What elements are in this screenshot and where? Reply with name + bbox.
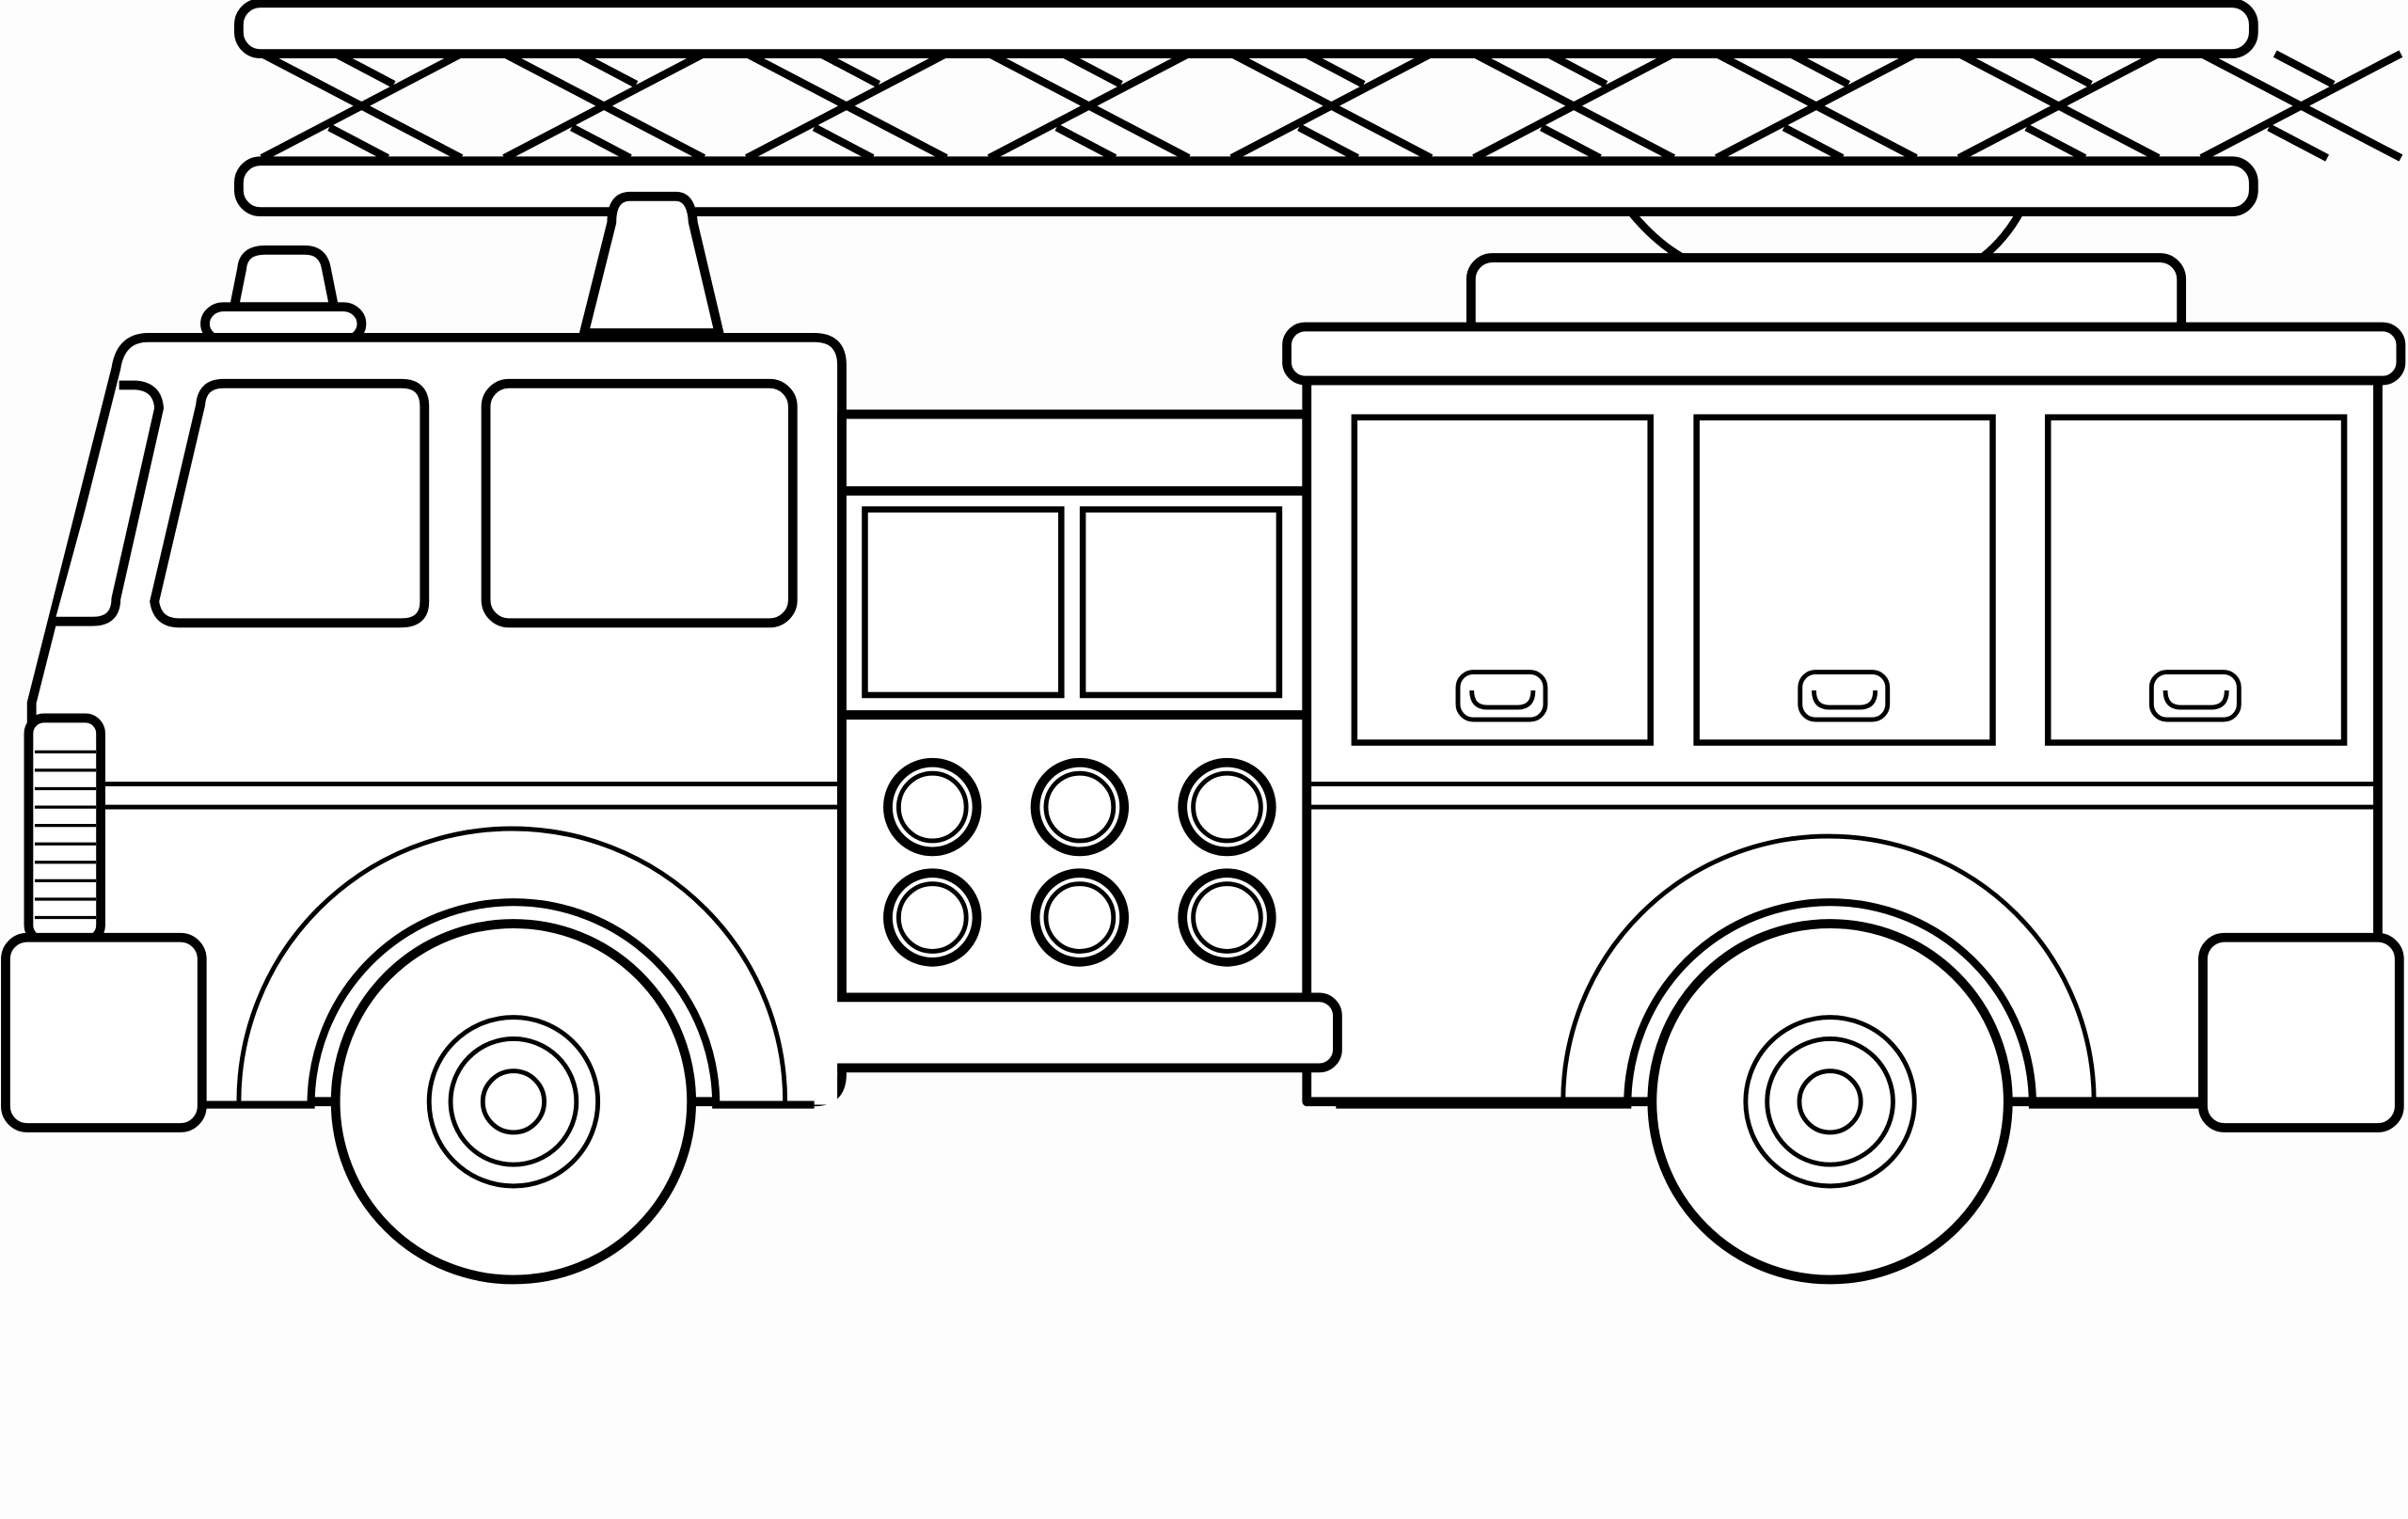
ladder-rung [1472,50,1676,162]
valve-inner [1191,770,1263,844]
valve [883,868,982,967]
ladder-rung-short [1782,50,1851,162]
valve-inner [895,770,969,844]
ladder-rung-short [1539,50,1608,162]
valve-inner [895,881,969,954]
valve-inner [1191,881,1263,954]
front-wheel [330,919,697,1285]
front-fender-inner [200,898,815,1109]
ladder-rung-short [327,50,396,162]
valve [1178,757,1276,857]
middle-window-right [1079,506,1283,699]
front-windshield [55,380,164,626]
door-handle [1798,670,1891,722]
door-handle [2148,670,2242,722]
ladder-rung-short [569,50,639,162]
grille-lines [34,750,97,920]
ladder-rung [2199,50,2403,162]
ladder-rung [260,50,464,162]
ladder-rung [1956,50,2161,162]
middle-top [837,409,1312,496]
rear-bumper [2198,932,2404,1132]
front-bumper [1,932,207,1132]
ladder-rung-short [1054,50,1123,162]
ladder-rung-short [1297,50,1366,162]
ladder-rung-short [812,50,881,162]
rear-body-roof [1282,322,2406,386]
door-handle-grip [2162,689,2229,710]
rear-stripe [1307,782,2378,810]
door-handle [1455,670,1548,722]
door-handle-grip [1812,689,1878,710]
ladder-rungs [260,50,2403,162]
ladder-top-rail [234,0,2258,58]
ladder-rung-short [2267,50,2336,162]
siren-light [579,191,724,338]
front-fender-outer [236,826,788,1102]
ladder-bottom-rail [234,156,2258,217]
valve [883,757,982,857]
cab-top-light [230,245,339,312]
middle-window-left [862,506,1065,699]
valve [1030,757,1130,857]
compartment-door [1351,414,1654,746]
ladder-rung [1229,50,1434,162]
compartment-doors [1351,414,2348,746]
front-wheel-arch [200,900,838,1105]
ladder-rung-short [2024,50,2093,162]
valve-inner [1043,770,1117,844]
ladder-rung [987,50,1191,162]
valve-inner [1043,881,1117,954]
rear-fender-outer [1560,833,2097,1102]
compartment-door [2044,414,2348,746]
valve [1030,868,1130,967]
valve [1178,868,1276,967]
cab-window-front [150,378,430,628]
ladder-rung [744,50,948,162]
compartment-door [1693,414,1996,746]
ladder [234,0,2403,217]
ladder-rung [502,50,706,162]
pump-valves [883,757,1276,967]
cab-stripe [96,782,843,810]
ladder-rung [1714,50,1918,162]
door-handle-grip [1469,689,1536,710]
cab-window-rear [481,378,798,628]
rear-wheel [1647,919,2013,1285]
running-board [811,992,1342,1073]
rear-fender-inner [1336,898,2203,1109]
